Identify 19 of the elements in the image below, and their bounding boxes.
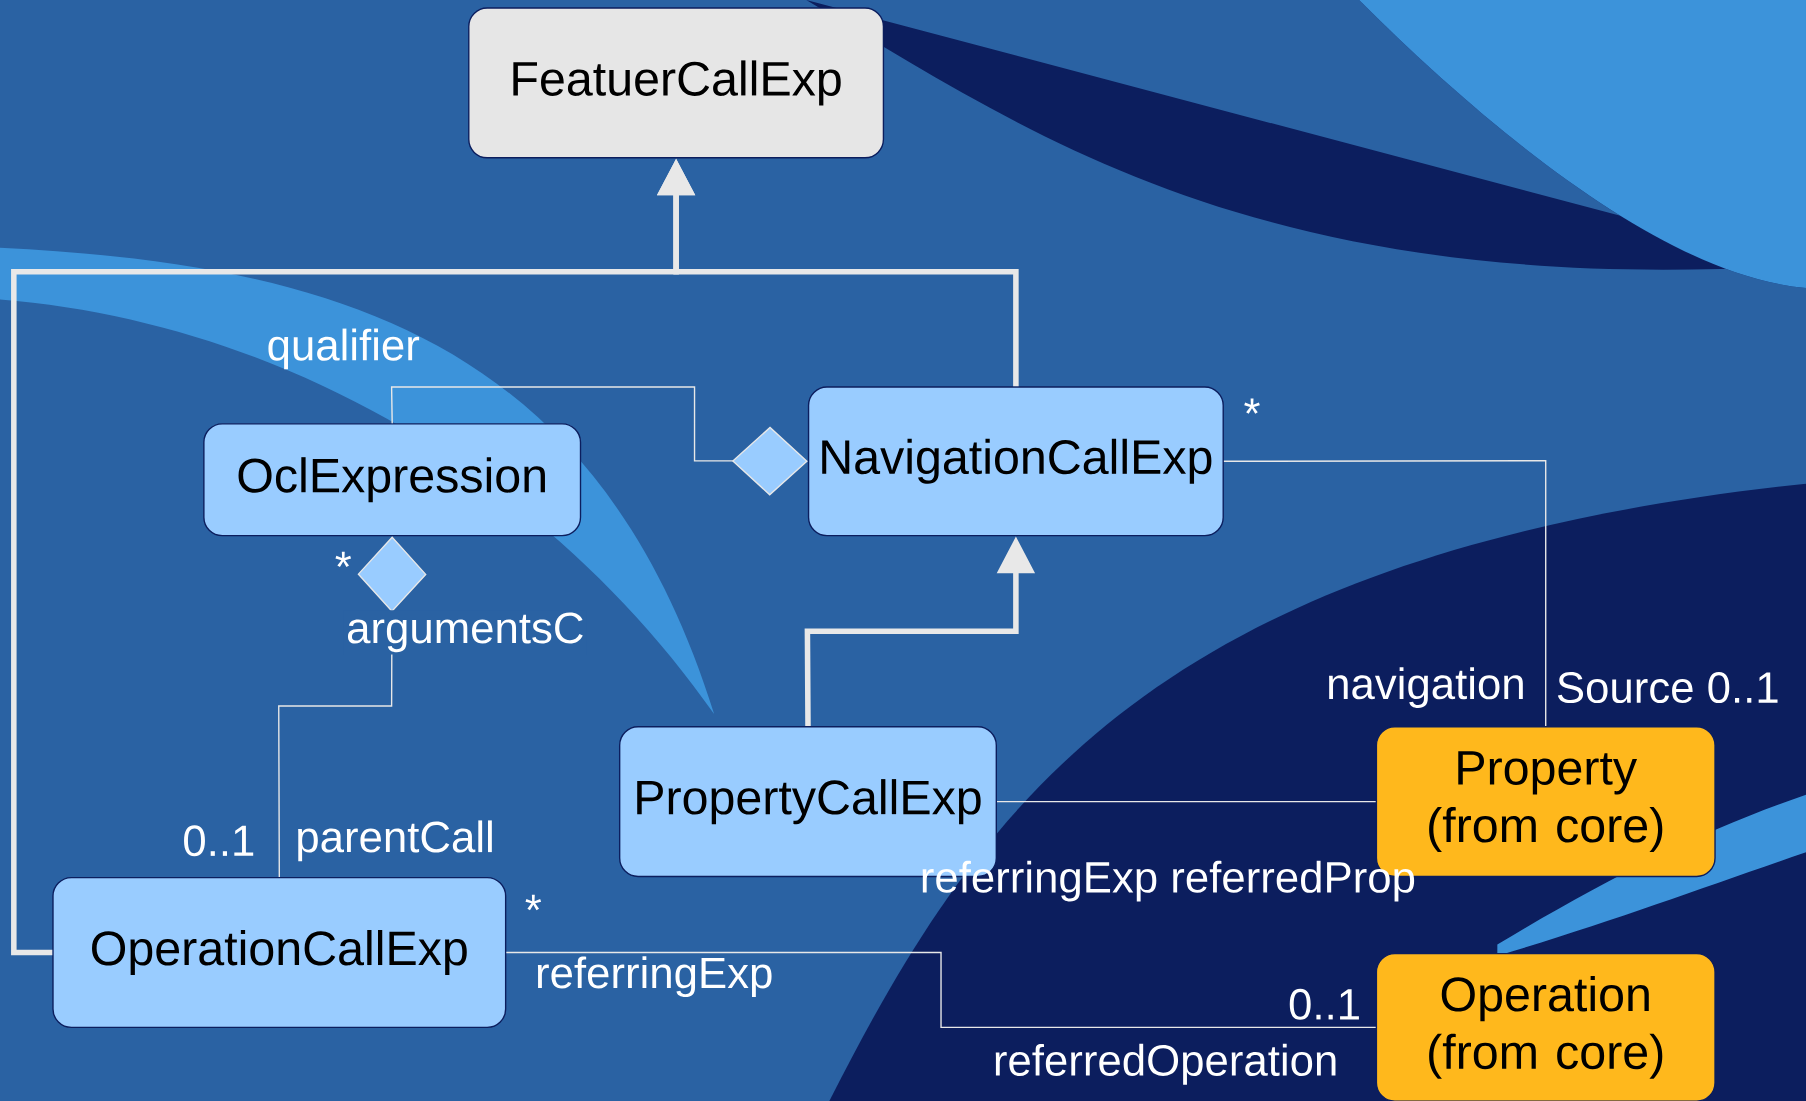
class-box: OperationCallExp xyxy=(52,876,507,1029)
connector xyxy=(278,536,427,878)
multiplicity-label: Source 0..1 xyxy=(1557,672,1778,704)
class-box: Operation (from core) xyxy=(1375,952,1716,1101)
multiplicity-label: * xyxy=(525,894,542,911)
class-box: NavigationCallExp xyxy=(807,386,1224,537)
connector xyxy=(996,800,1377,803)
multiplicity-label: parentCall xyxy=(298,820,492,862)
role-label: argumentsC xyxy=(343,610,587,655)
connector xyxy=(505,951,1377,1029)
multiplicity-label: 0..1 xyxy=(184,825,254,857)
connector xyxy=(390,386,808,496)
multiplicity-label: navigation xyxy=(1329,667,1523,708)
multiplicity-label: referringExp xyxy=(537,956,772,998)
connector xyxy=(1223,459,1547,727)
multiplicity-label: 0..1 xyxy=(1289,988,1359,1020)
class-box: FeatuerCallExp xyxy=(468,7,885,159)
multiplicity-label: referredOperation xyxy=(995,1043,1336,1085)
role-label: qualifier xyxy=(268,328,420,370)
